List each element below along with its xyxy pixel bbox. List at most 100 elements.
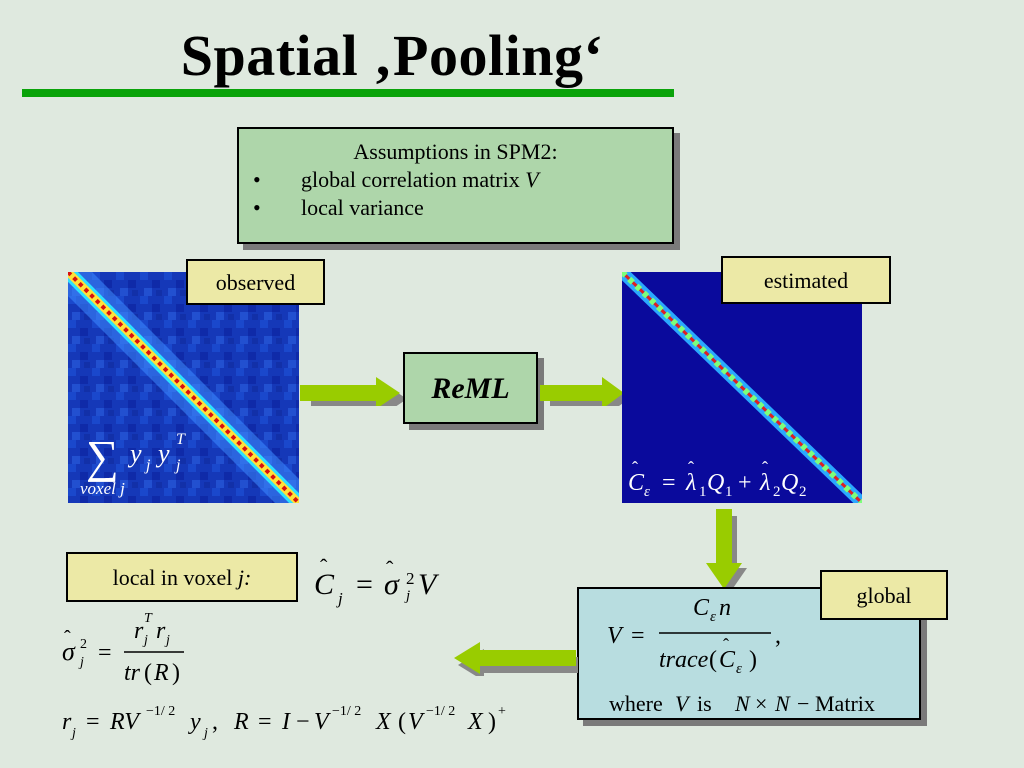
svg-text:−: − — [797, 691, 809, 716]
svg-text:ˆ: ˆ — [762, 460, 768, 478]
svg-text:ˆ: ˆ — [386, 556, 394, 581]
svg-text:ε: ε — [736, 661, 742, 677]
svg-text:−1/ 2: −1/ 2 — [426, 704, 455, 719]
svg-text:Q: Q — [781, 470, 798, 496]
svg-text:tr: tr — [124, 660, 141, 686]
svg-text:r: r — [62, 709, 72, 735]
svg-text:): ) — [749, 647, 757, 673]
residual-formula: r j = RV −1/ 2 y j , R = I − V −1/ 2 X (… — [62, 704, 506, 741]
assumption-var: V — [525, 167, 539, 192]
svg-text:Q: Q — [707, 470, 724, 496]
estimated-label: estimated — [721, 256, 891, 304]
is-text: is — [697, 691, 712, 716]
svg-text:=: = — [356, 568, 373, 601]
svg-text:y: y — [155, 439, 170, 468]
svg-text:j: j — [164, 633, 170, 648]
svg-text:n: n — [719, 595, 731, 621]
variance-formula: σ ˆ j 2 = r T j r j tr ( R ) — [62, 611, 184, 686]
title-underline — [22, 89, 674, 97]
assumptions-heading: Assumptions in SPM2: — [353, 139, 558, 164]
svg-text:ˆ: ˆ — [688, 460, 694, 478]
local-voxel-label: local in voxel j: — [66, 552, 298, 602]
estimated-formula: C ˆ ε = λ ˆ 1 Q 1 + λ ˆ 2 Q 2 — [628, 460, 807, 500]
bullet: • — [253, 167, 261, 192]
observed-correlation-matrix — [68, 272, 299, 503]
assumption-item-local-variance: • local variance — [253, 195, 658, 221]
svg-text:2: 2 — [773, 484, 781, 500]
svg-text:λ: λ — [685, 470, 696, 496]
svg-text:ˆ: ˆ — [632, 460, 638, 478]
svg-text:V: V — [408, 709, 425, 735]
svg-text:j: j — [70, 726, 76, 741]
svg-text:+: + — [498, 704, 506, 719]
global-formula: V = C ˆ ε n trace ( C ˆ ε ) , where V is… — [607, 589, 875, 716]
svg-text:=: = — [86, 709, 100, 735]
svg-text:ˆ: ˆ — [723, 635, 729, 655]
svg-text:j: j — [404, 588, 410, 604]
svg-text:y: y — [188, 709, 201, 735]
svg-text:T: T — [176, 431, 186, 448]
svg-text:): ) — [488, 709, 496, 735]
svg-text:1: 1 — [699, 484, 707, 500]
global-label: global — [820, 570, 948, 620]
svg-text:y: y — [127, 439, 142, 468]
svg-text:I: I — [281, 709, 291, 735]
svg-text:=: = — [631, 623, 645, 649]
assumption-text: global correlation matrix — [301, 167, 526, 192]
assumption-item-global-correlation: • global correlation matrix V — [253, 167, 658, 193]
svg-text:(: ( — [398, 709, 406, 735]
svg-text:−: − — [296, 709, 310, 735]
svg-text:(: ( — [144, 660, 152, 686]
svg-text:×: × — [755, 691, 767, 716]
svg-text:−1/ 2: −1/ 2 — [332, 704, 361, 719]
svg-text:(: ( — [709, 647, 717, 673]
svg-text:2: 2 — [80, 637, 87, 652]
svg-text:=: = — [98, 640, 112, 666]
svg-text:N: N — [734, 691, 751, 716]
svg-text:,: , — [775, 623, 781, 649]
estimated-correlation-matrix — [622, 272, 862, 503]
svg-text:j: j — [142, 633, 148, 648]
svg-text:T: T — [144, 611, 153, 626]
matrix-text: Matrix — [815, 691, 875, 716]
arrow-down — [706, 509, 747, 594]
svg-text:=: = — [258, 709, 272, 735]
svg-text:ε: ε — [710, 609, 716, 625]
svg-text:j: j — [78, 655, 84, 670]
svg-text:j: j — [336, 589, 343, 608]
observed-label: observed — [186, 259, 325, 305]
svg-text:2: 2 — [799, 484, 807, 500]
svg-text:C: C — [719, 647, 736, 673]
svg-text:,: , — [212, 709, 218, 735]
svg-text:σ: σ — [62, 637, 76, 666]
svg-text:RV: RV — [109, 709, 141, 735]
svg-text:j: j — [202, 726, 208, 741]
sum-subscript: voxel j — [80, 479, 125, 498]
svg-text:V: V — [607, 623, 624, 649]
svg-text:∑: ∑ — [86, 431, 119, 482]
svg-text:V: V — [418, 568, 440, 601]
svg-text:+: + — [738, 470, 752, 496]
svg-text:trace: trace — [659, 647, 709, 673]
svg-text:): ) — [172, 660, 180, 686]
svg-text:ˆ: ˆ — [697, 589, 703, 603]
observed-sum-formula: ∑ y j y T j voxel j — [80, 431, 186, 498]
assumption-text: local variance — [301, 195, 424, 220]
svg-text:ˆ: ˆ — [320, 554, 328, 579]
svg-text:R: R — [153, 660, 169, 686]
assumptions-box: Assumptions in SPM2: • global correlatio… — [237, 127, 674, 244]
local-label-var: j: — [237, 565, 252, 590]
svg-text:σ: σ — [384, 568, 400, 601]
svg-text:j: j — [174, 457, 181, 474]
where-var: V — [675, 691, 691, 716]
local-label-text: local in voxel — [112, 565, 238, 590]
svg-text:2: 2 — [406, 569, 415, 588]
slide-title: Spatial ‚Pooling‘ — [180, 23, 604, 88]
svg-text:X: X — [467, 709, 484, 735]
svg-text:ˆ: ˆ — [64, 627, 71, 649]
svg-text:R: R — [233, 709, 249, 735]
reml-box: ReML — [403, 352, 538, 424]
svg-text:=: = — [662, 470, 676, 496]
arrow-left — [454, 642, 578, 676]
svg-text:1: 1 — [725, 484, 733, 500]
